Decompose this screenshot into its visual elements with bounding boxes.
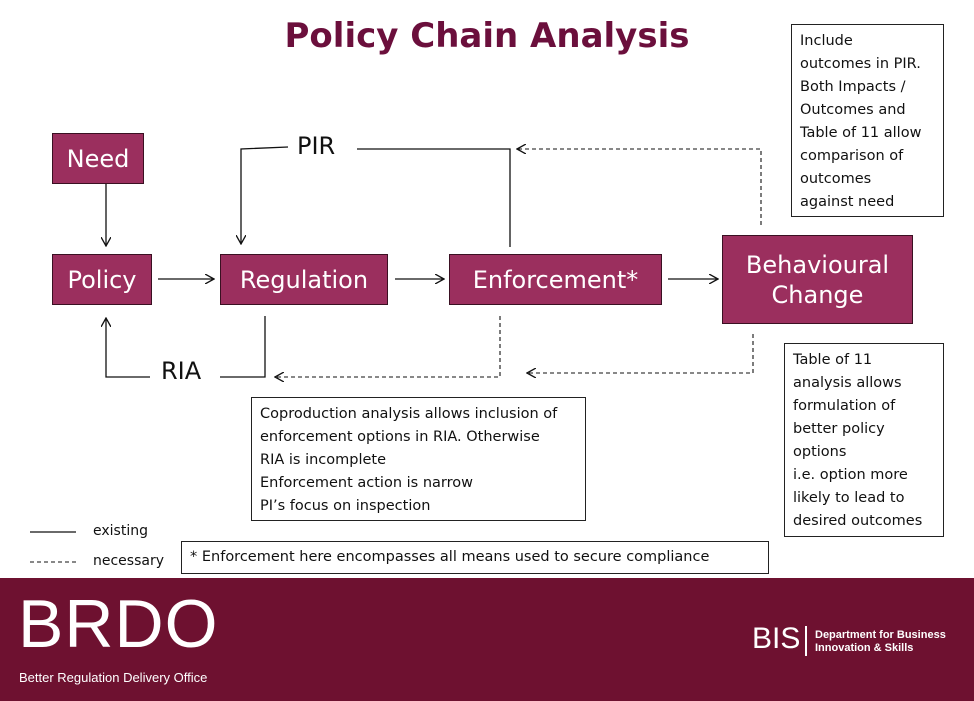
bis-department-text: Department for Business Innovation & Ski… [815,629,946,654]
pir-loop-line [357,148,511,247]
edge-label-pir: PIR [293,132,340,160]
node-regulation-label: Regulation [239,265,369,294]
node-behavioural-label-1: Behavioural [745,250,890,279]
footer-banner: BRDO Better Regulation Delivery Office B… [0,578,974,701]
brdo-logo: BRDO [18,586,219,662]
pir-dashed-arrow [517,149,762,225]
ria-loop-line [220,316,266,378]
legend-necessary-label: necessary [93,553,165,569]
enforcement-footnote: * Enforcement here encompasses all means… [181,541,769,574]
bis-logo: BIS [752,622,801,655]
ria-loop-arrow [106,318,150,378]
page-title: Policy Chain Analysis [284,16,690,56]
node-enforcement-label: Enforcement* [472,265,639,294]
node-behavioural-change: Behavioural Change [722,235,913,324]
node-behavioural-label-2: Change [771,280,864,309]
note-coproduction: Coproduction analysis allows inclusion o… [251,397,586,521]
node-regulation: Regulation [220,254,388,305]
note-table-of-11: Table of 11 analysis allows formulation … [784,343,944,537]
node-need: Need [52,133,144,184]
pir-loop-arrow [241,146,289,244]
node-policy: Policy [52,254,152,305]
edge-label-ria: RIA [157,357,206,385]
enforcement-dashed-to-ria [275,316,501,377]
bis-divider [805,626,807,656]
node-need-label: Need [66,144,130,173]
node-policy-label: Policy [67,265,137,294]
legend-existing-label: existing [93,523,148,539]
node-enforcement: Enforcement* [449,254,662,305]
note-pir-outcomes: Include outcomes in PIR. Both Impacts / … [791,24,944,217]
brdo-subtitle: Better Regulation Delivery Office [19,670,208,685]
behaviour-dashed-arrow [527,334,754,373]
